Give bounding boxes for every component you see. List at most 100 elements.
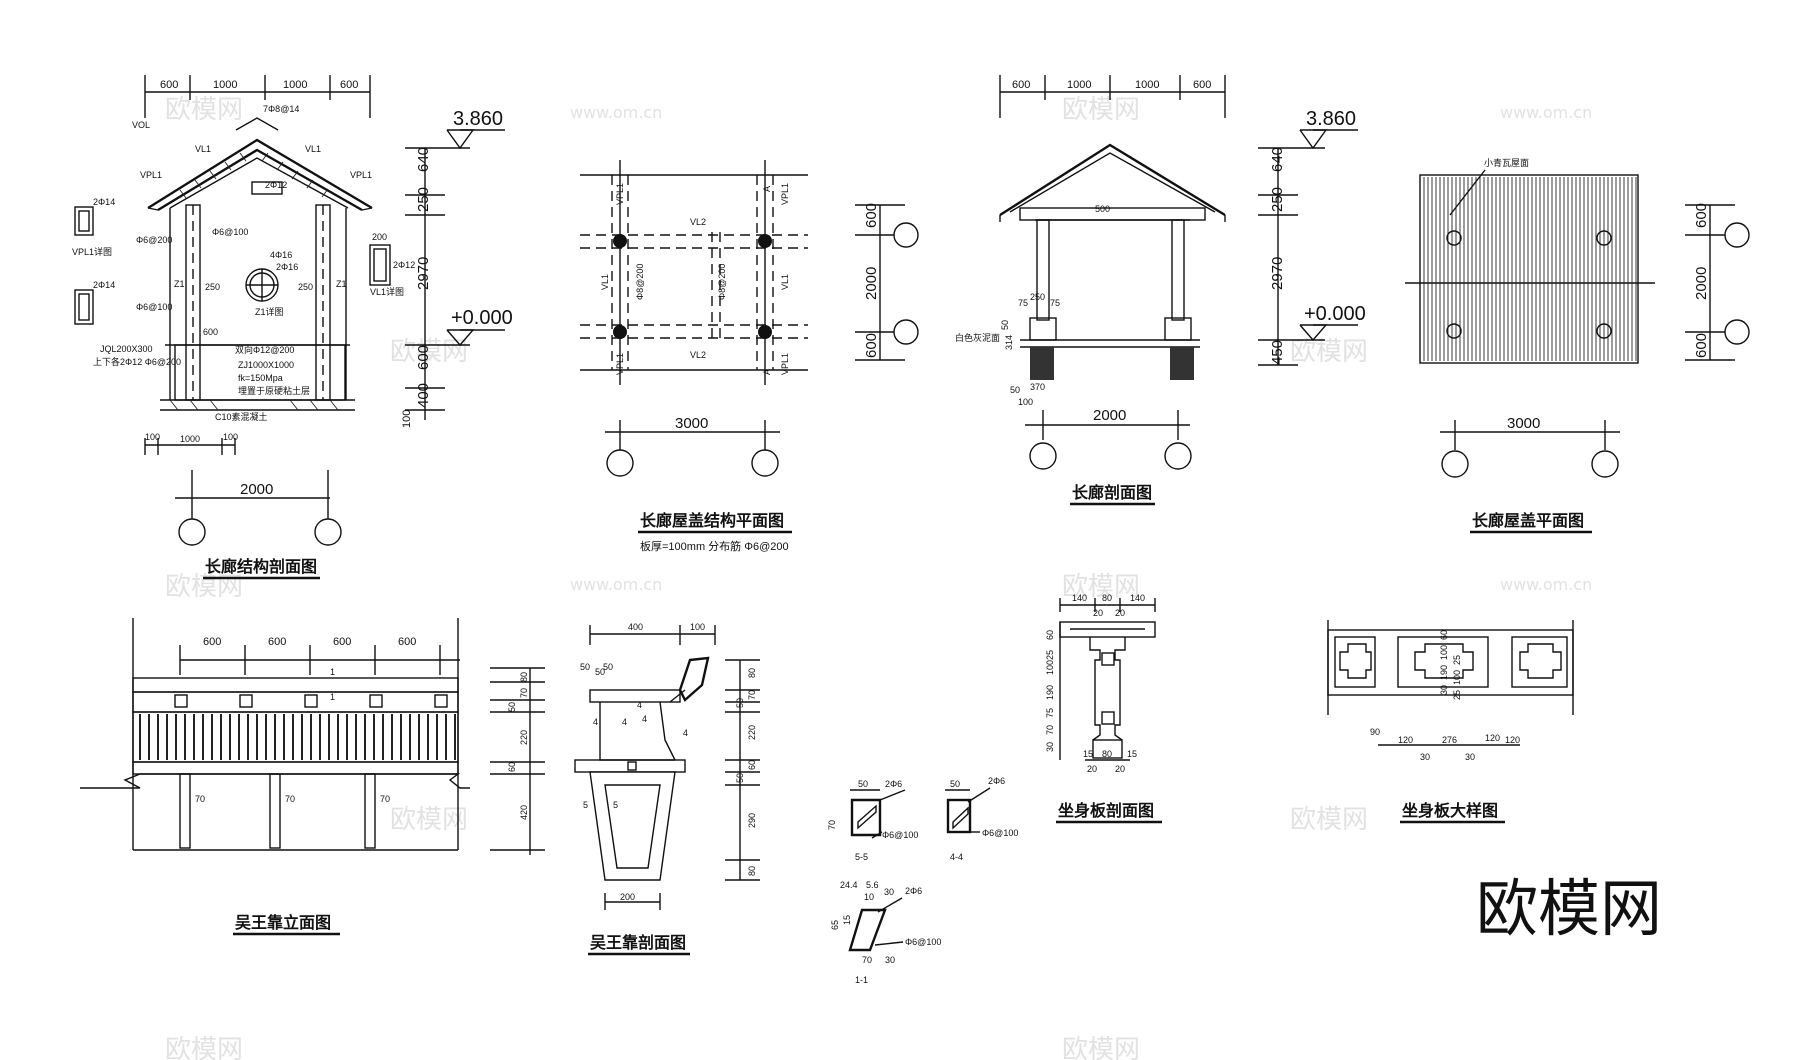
label-zj: ZJ1000X1000 xyxy=(238,360,294,370)
label-c10: C10素混凝土 xyxy=(215,411,268,422)
stir: Φ6@100 xyxy=(905,937,941,947)
dim: 80 xyxy=(1102,749,1112,759)
dim: 20 xyxy=(1115,764,1125,774)
dim: 190 xyxy=(1045,685,1055,700)
label-z1: Z1 xyxy=(174,279,185,289)
dim: 70 xyxy=(827,820,837,830)
mark: 1 xyxy=(330,692,335,702)
label-vpl1: VPL1 xyxy=(350,170,372,180)
label-z1: Z1 xyxy=(336,279,347,289)
dim: 50 xyxy=(735,698,745,708)
dim-small: 4 xyxy=(622,717,627,727)
label-vl1: VL1 xyxy=(195,144,211,154)
label-2d14: 2Φ14 xyxy=(93,197,115,207)
dim: 100 xyxy=(145,432,160,442)
dim: 80 xyxy=(519,672,529,682)
dim-small: 4 xyxy=(593,717,598,727)
watermark-cn: 欧模网 xyxy=(1062,1035,1140,1060)
dim: 20 xyxy=(1115,608,1125,618)
dim: 75 xyxy=(1045,708,1055,718)
label-vpl1: VPL1 xyxy=(140,170,162,180)
dim: 80 xyxy=(747,668,757,678)
dim: 600 xyxy=(415,345,432,370)
dim: 600 xyxy=(268,636,286,648)
dim: 1000 xyxy=(180,434,200,444)
rebar-details: 50 2Φ6 70 Φ6@100 5-5 50 2Φ6 Φ6@100 4-4 2… xyxy=(827,776,1018,985)
corridor-section-drawing: 600 1000 1000 600 500 250 75 75 50 314 白… xyxy=(955,75,1366,506)
bar: 2Φ6 xyxy=(905,886,922,896)
dim: 30 xyxy=(885,955,895,965)
label-a: A xyxy=(762,186,772,192)
post-dim: 70 xyxy=(285,794,295,804)
label-vl1: VL1 xyxy=(780,274,790,290)
dim: 50 xyxy=(507,702,517,712)
label-250: 250 xyxy=(205,282,220,292)
label-d370: 370 xyxy=(1030,382,1045,392)
dim: 70 xyxy=(519,688,529,698)
stir: Φ6@100 xyxy=(982,828,1018,838)
dim: 120 xyxy=(1485,733,1500,743)
label-vpl1: VPL1 xyxy=(615,353,625,375)
dim: 200 xyxy=(620,892,635,902)
label-250: 250 xyxy=(298,282,313,292)
label-a: A xyxy=(762,369,772,375)
dim: 640 xyxy=(415,147,432,172)
dim: 60 xyxy=(1439,630,1449,640)
drawing-title: 长廊结构剖面图 xyxy=(205,557,317,576)
seat-detail-drawing: 90 120 276 120 120 30 30 60 100 25 190 3… xyxy=(1327,620,1574,824)
dim: 80 xyxy=(1102,593,1112,603)
dim: 50 xyxy=(858,779,868,789)
label-vpl1: VPL1 xyxy=(780,183,790,205)
dim-small: 4 xyxy=(642,714,647,724)
label-d100: 100 xyxy=(1018,397,1033,407)
drawing-note: 板厚=100mm 分布筋 Φ6@200 xyxy=(640,539,789,553)
watermark-cn: 欧模网 xyxy=(1290,337,1368,367)
dim: 100 xyxy=(1045,660,1055,675)
dim: 50 xyxy=(950,779,960,789)
axis-bubble xyxy=(1724,222,1750,248)
dim: 250 xyxy=(415,187,432,212)
label-jql: JQL200X300 xyxy=(100,344,153,354)
label-fk: fk=150Mpa xyxy=(238,373,283,383)
axis-bubble xyxy=(606,449,634,477)
seat-section-drawing: 140 80 140 20 20 60 25 100 190 75 70 30 … xyxy=(1045,593,1162,824)
dim: 15 xyxy=(842,915,852,925)
label-jql-bar: 上下各2Φ12 Φ6@200 xyxy=(93,356,181,367)
dim-small: 50 xyxy=(603,662,613,672)
label-base-bar: 双向Φ12@200 xyxy=(235,344,294,355)
label-vpl1: VPL1 xyxy=(780,353,790,375)
axis-bubble xyxy=(1441,450,1469,478)
elev-top: 3.860 xyxy=(453,108,503,130)
detail-title: 5-5 xyxy=(855,852,868,862)
wuwangkao-elevation-drawing: 600 600 600 600 1 1 70 70 70 80 70 xyxy=(80,618,545,936)
label-d250: 250 xyxy=(1030,292,1045,302)
label-2d16: 2Φ16 xyxy=(276,262,298,272)
watermark-url: www.om.cn xyxy=(570,103,662,122)
dim: 60 xyxy=(747,760,757,770)
drawing-title: 长廊屋盖结构平面图 xyxy=(640,511,784,530)
label-roof-tile: 小青瓦屋面 xyxy=(1484,157,1529,168)
dim: 2000 xyxy=(1693,267,1710,300)
elev-top: 3.860 xyxy=(1306,108,1356,130)
detail-title: 1-1 xyxy=(855,975,868,985)
drawing-title: 吴王靠剖面图 xyxy=(590,933,686,952)
watermark-cn: 欧模网 xyxy=(165,1035,243,1060)
label-4d16: 4Φ16 xyxy=(270,250,292,260)
dim: 25 xyxy=(1452,655,1462,665)
label-d75: 75 xyxy=(1050,298,1060,308)
axis-bubble xyxy=(1164,442,1192,470)
brand-logo: 欧模网 xyxy=(1476,875,1662,944)
label-vl1-detail: VL1详图 xyxy=(370,286,404,297)
dim: 50 xyxy=(735,773,745,783)
roof-structure-plan-drawing: VPL1 VPL1 VPL1 VPL1 VL1 VL1 VL2 VL2 Φ8@2… xyxy=(580,160,919,553)
label-soil: 埋置于原硬粘土层 xyxy=(238,385,310,396)
watermark-cn: 欧模网 xyxy=(165,572,243,602)
axis-bubble xyxy=(1029,442,1057,470)
elev-zero: +0.000 xyxy=(451,307,513,329)
dim: 190 xyxy=(1439,665,1449,680)
axis-bubble xyxy=(751,449,779,477)
post-dim: 70 xyxy=(195,794,205,804)
watermark-url: www.om.cn xyxy=(1500,103,1592,122)
dim: 2970 xyxy=(415,257,432,290)
dim: 24.4 xyxy=(840,880,858,890)
